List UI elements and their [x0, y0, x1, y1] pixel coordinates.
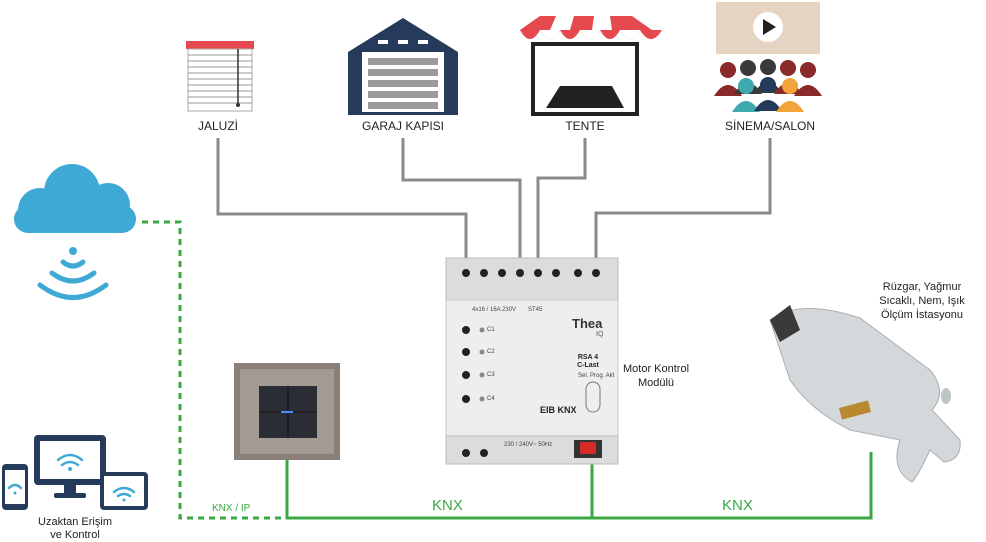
wall-switch: [234, 363, 340, 460]
weather-line2: Sıcaklı, Nem, Işık: [879, 295, 965, 307]
module-spec-right: ST45: [528, 307, 543, 313]
audience-figures: [714, 59, 822, 112]
control-wires: [216, 138, 772, 270]
module-label: Motor Kontrol Modülü: [620, 362, 692, 390]
cloud-icon: [14, 164, 136, 233]
remote-devices-icon: [2, 435, 148, 510]
awning-icon: [520, 16, 662, 116]
motor-control-module: [445, 257, 619, 465]
weather-station: [769, 305, 961, 483]
blind-icon: [186, 41, 254, 112]
knx-ip-dashed-line: [142, 220, 285, 520]
module-logo: EIB KNX: [540, 405, 577, 415]
channel-c3: C3: [487, 372, 495, 378]
wifi-signal-icon: [37, 259, 109, 300]
channel-buttons: [462, 326, 485, 403]
remote-access-label: Uzaktan Erişim ve Kontrol: [20, 516, 130, 542]
channel-c4: C4: [487, 396, 495, 402]
module-power: 230 / 240V~ 50Hz: [504, 442, 553, 448]
module-brand: Thea: [572, 316, 603, 331]
channel-c2: C2: [487, 349, 495, 355]
knx-label-left: KNX: [432, 497, 463, 514]
module-model-line2: C-Last: [577, 362, 599, 369]
knx-label-right: KNX: [722, 497, 753, 514]
module-model-line1: RSA 4: [577, 354, 599, 361]
label-garaj-kapisi: GARAJ KAPISI: [361, 119, 445, 133]
module-sel-labels: Sel. Prog. Akt: [578, 373, 615, 379]
label-sinema-salon: SİNEMA/SALON: [724, 119, 816, 133]
knx-bus-lines: [285, 452, 873, 520]
remote-line2: ve Kontrol: [50, 529, 100, 541]
weather-line3: Ölçüm İstasyonu: [881, 309, 963, 321]
wifi-dot: [69, 247, 77, 255]
remote-line1: Uzaktan Erişim: [38, 516, 112, 528]
module-label-line2: Modülü: [637, 377, 675, 389]
channel-c1: C1: [487, 327, 495, 333]
module-brand-sub: IQ: [596, 331, 604, 338]
label-jaluzi: JALUZİ: [197, 119, 238, 133]
terminals-top: [462, 269, 600, 277]
label-tente: TENTE: [565, 119, 605, 133]
weather-station-label: Rüzgar, Yağmur Sıcaklı, Nem, Işık Ölçüm …: [858, 280, 986, 322]
module-label-line1: Motor Kontrol: [622, 363, 690, 375]
cinema-icon: [714, 2, 822, 112]
weather-line1: Rüzgar, Yağmur: [882, 281, 962, 293]
module-model: RSA 4 C-Last: [571, 354, 605, 370]
garage-icon: [348, 18, 458, 115]
module-spec: 4x16 / 16A 230V: [472, 307, 517, 313]
knx-ip-label: KNX / IP: [212, 503, 251, 514]
